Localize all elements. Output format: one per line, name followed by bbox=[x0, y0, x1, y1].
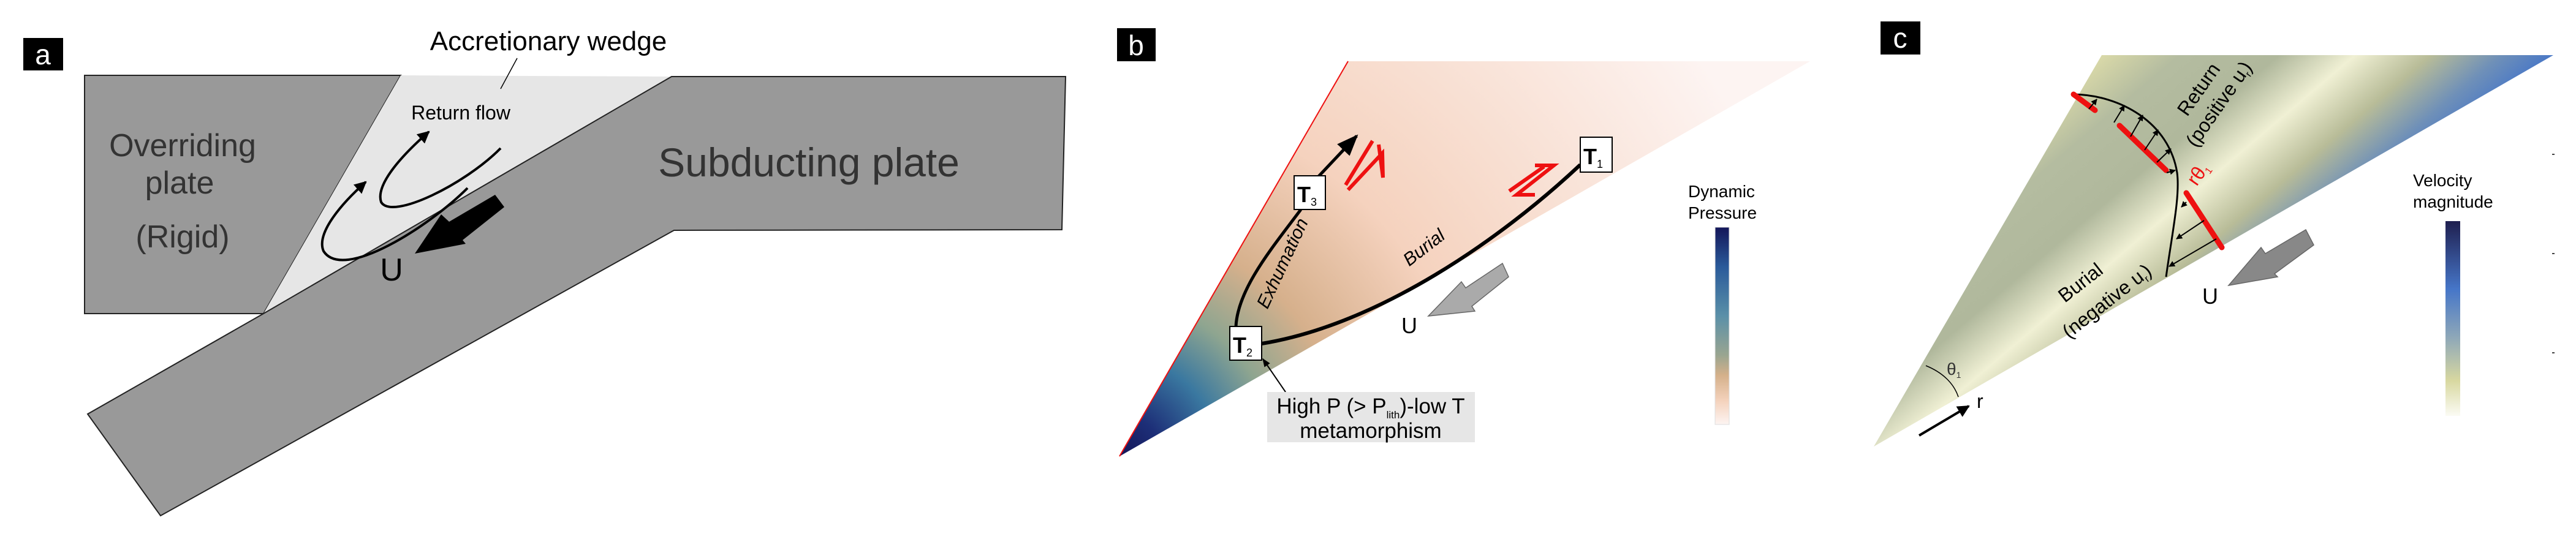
t3-box: T3 bbox=[1294, 175, 1326, 210]
exhumation-arrow bbox=[1316, 134, 1358, 179]
panel-label-box bbox=[1881, 21, 1920, 55]
tick-marks bbox=[2552, 154, 2555, 353]
convergence-arrow bbox=[415, 195, 504, 254]
accretionary-wedge-label: Accretionary wedge bbox=[430, 26, 667, 56]
note-pointer bbox=[1262, 358, 1286, 393]
convergence-arrow bbox=[2227, 228, 2314, 287]
panel-a: a Accretionary wedge Return flow U Overr… bbox=[23, 26, 1067, 517]
return-flow-outer-curve bbox=[320, 181, 469, 262]
velocity-wedge bbox=[1874, 55, 2553, 447]
red-bar bbox=[2183, 190, 2225, 251]
panel-label: a bbox=[35, 39, 51, 70]
u-label: U bbox=[2202, 284, 2218, 309]
panel-label-box bbox=[23, 38, 63, 70]
panel-c: c Return (positive ur) rθ1 Burial (negat… bbox=[1874, 21, 2555, 447]
red-bar bbox=[2070, 91, 2098, 113]
colorbar-title: Dynamic bbox=[1688, 182, 1755, 201]
return-flow-label: Return flow bbox=[411, 102, 511, 124]
metamorphism-note-box bbox=[1267, 392, 1475, 442]
wedge-top-edge bbox=[1119, 61, 1349, 457]
theta-label: θ1 bbox=[1947, 360, 1961, 380]
subducting-plate-label: Subducting plate bbox=[658, 140, 960, 185]
svg-text:T3: T3 bbox=[1297, 182, 1317, 208]
colorbar-title-2: Pressure bbox=[1688, 203, 1757, 222]
t1-box: T1 bbox=[1580, 137, 1613, 173]
panel-label: b bbox=[1128, 29, 1144, 61]
u-label: U bbox=[380, 252, 403, 288]
pressure-colorbar bbox=[1714, 227, 1730, 425]
t2-box: T2 bbox=[1229, 326, 1262, 361]
r-axis-arrow bbox=[1918, 405, 1970, 437]
red-bar bbox=[2116, 123, 2169, 173]
pressure-wedge bbox=[1119, 61, 1810, 456]
subducting-plate bbox=[86, 76, 1067, 517]
wedge-leader-line bbox=[500, 58, 518, 89]
panel-label-box bbox=[1117, 28, 1156, 61]
r-label: r bbox=[1977, 390, 1983, 412]
panel-label: c bbox=[1893, 22, 1907, 54]
overriding-plate-label-2: plate bbox=[145, 165, 214, 201]
theta-arc bbox=[1925, 365, 1959, 398]
u-label: U bbox=[1401, 313, 1417, 338]
metamorphism-note-line2: metamorphism bbox=[1300, 419, 1441, 443]
shear-sense-icon-burial bbox=[1508, 164, 1559, 197]
overriding-plate-label: Overriding bbox=[109, 128, 256, 164]
velocity-colorbar bbox=[2445, 221, 2460, 416]
velocity-profile-curve bbox=[2073, 93, 2179, 277]
exhumation-path bbox=[1234, 208, 1303, 327]
shear-sense-icon-exhumation bbox=[1344, 140, 1385, 192]
svg-text:T2: T2 bbox=[1233, 333, 1252, 359]
svg-text:T1: T1 bbox=[1583, 144, 1603, 170]
panel-b: b T1 T2 T3 Exhumation Burial U High P (>… bbox=[1117, 28, 1810, 457]
metamorphism-note-line1: High P (> Plith)-low T bbox=[1276, 394, 1464, 421]
colorbar-title: Velocity bbox=[2413, 171, 2472, 190]
burial-path bbox=[1261, 163, 1582, 345]
velocity-vectors bbox=[2088, 99, 2217, 267]
rigid-label: (Rigid) bbox=[135, 219, 229, 255]
colorbar-title-2: magnitude bbox=[2413, 192, 2493, 211]
return-flow-inner-curve bbox=[379, 130, 502, 208]
convergence-arrow bbox=[1427, 262, 1509, 317]
